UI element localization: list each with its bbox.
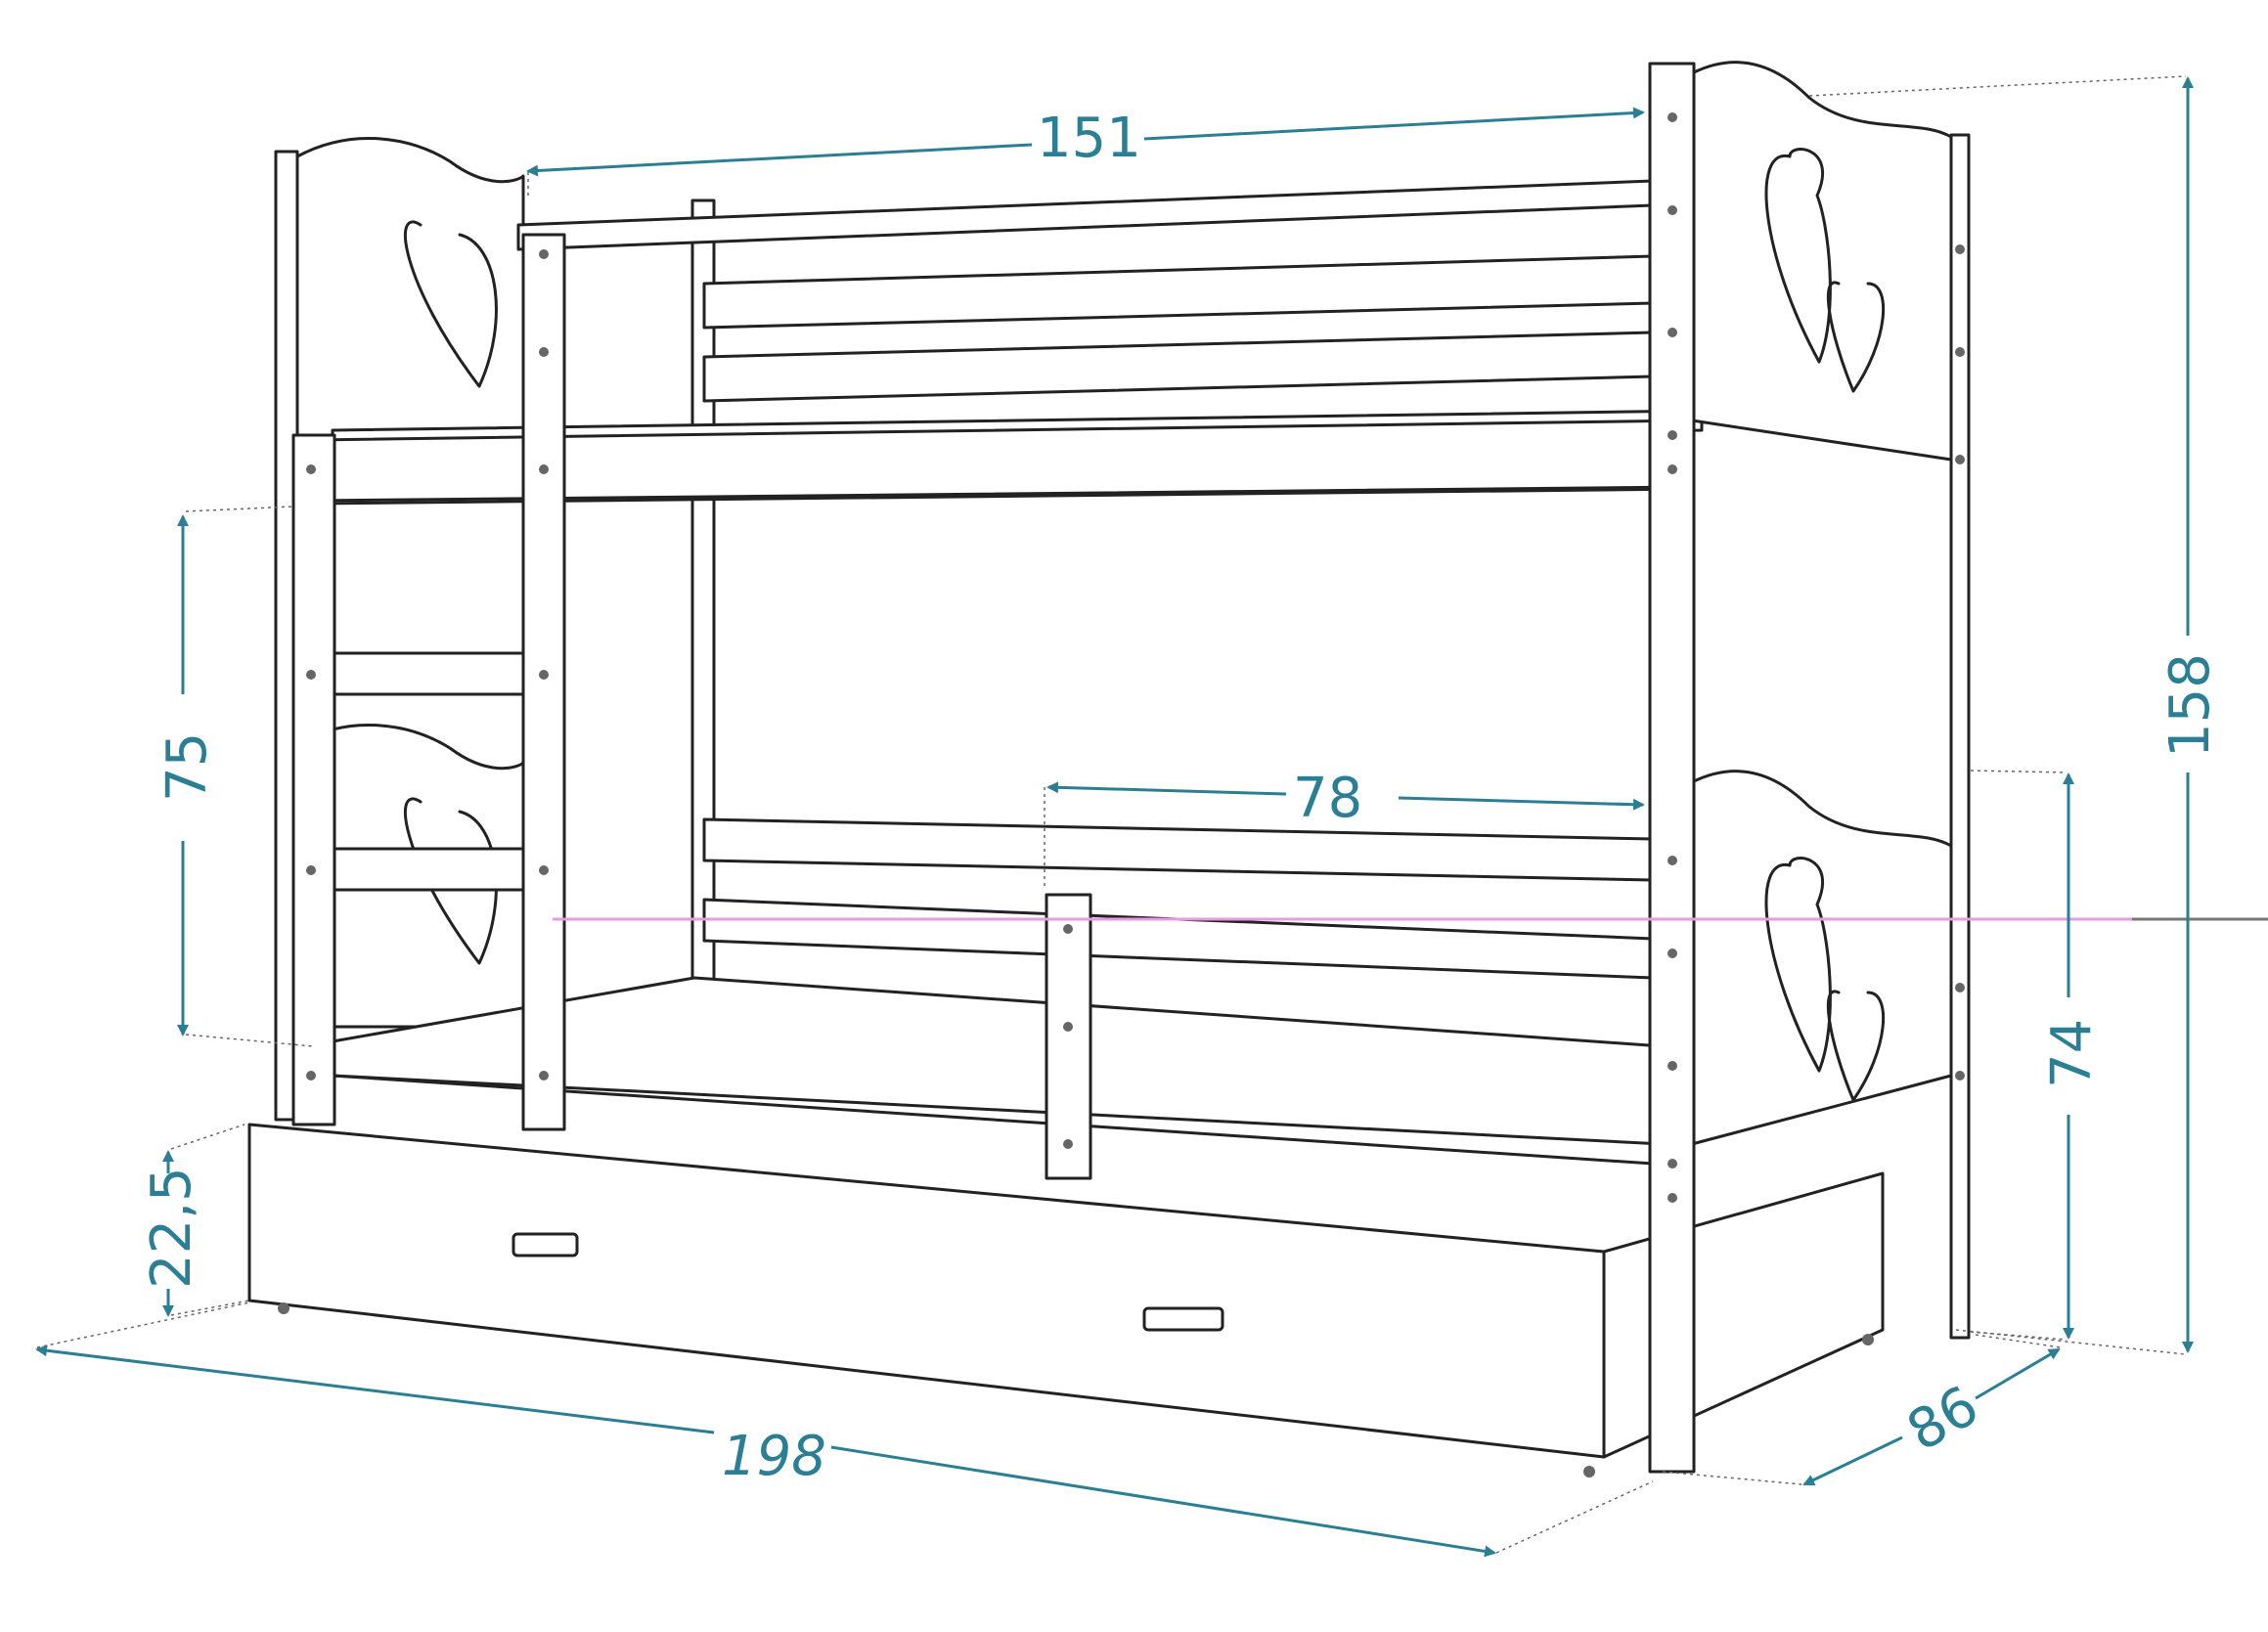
left-headboard — [274, 137, 716, 1122]
label-198: 198 — [722, 1425, 826, 1488]
label-151: 151 — [1037, 107, 1141, 170]
dimension-22-5: 22,5 — [140, 1124, 250, 1317]
dimension-78: 78 — [1044, 767, 1645, 890]
guard-post — [1045, 893, 1092, 1180]
label-78: 78 — [1293, 767, 1362, 830]
dimension-74: 74 — [1970, 770, 2104, 1341]
right-headboard — [1648, 61, 1971, 1474]
label-75: 75 — [156, 732, 219, 802]
dimension-151: 151 — [526, 107, 1645, 196]
label-158: 158 — [2158, 653, 2222, 758]
ladder — [291, 233, 566, 1131]
label-22-5: 22,5 — [140, 1167, 203, 1289]
dimension-158: 158 — [1808, 75, 2222, 1355]
label-74: 74 — [2040, 1019, 2104, 1088]
label-86: 86 — [1897, 1374, 1989, 1464]
dimension-75: 75 — [156, 506, 314, 1047]
dimension-198: 198 — [35, 1301, 1654, 1558]
